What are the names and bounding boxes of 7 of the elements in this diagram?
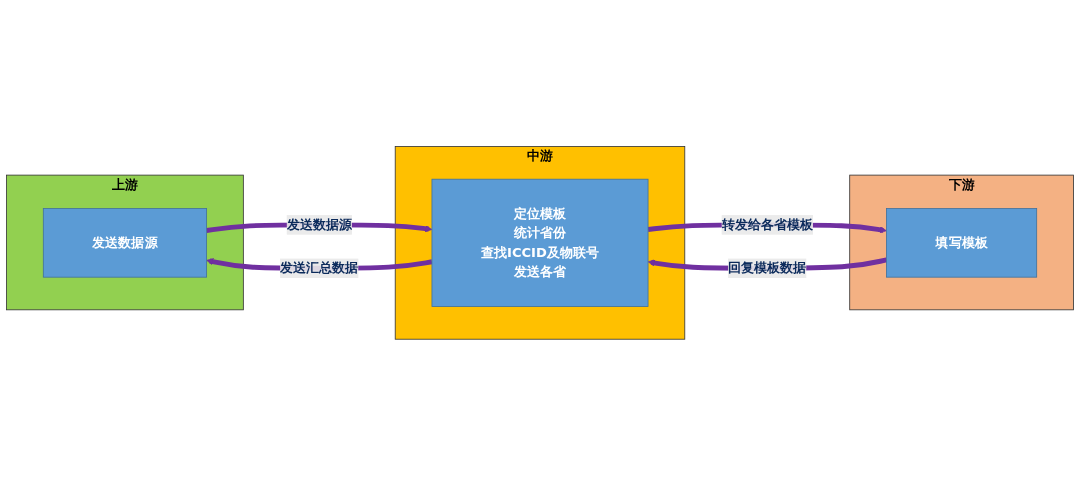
node-box: 填写模板 [886, 207, 1038, 278]
edge-label: 回复模板数据 [728, 259, 807, 276]
edge-label: 发送汇总数据 [280, 259, 359, 276]
node-box: 发送数据源 [42, 207, 207, 278]
edge-label: 发送数据源 [286, 216, 352, 232]
node-box: 定位模板 统计省份 查找ICCID及物联号 发送各省 [431, 178, 649, 307]
edge-label: 转发给各省模板 [721, 216, 813, 232]
